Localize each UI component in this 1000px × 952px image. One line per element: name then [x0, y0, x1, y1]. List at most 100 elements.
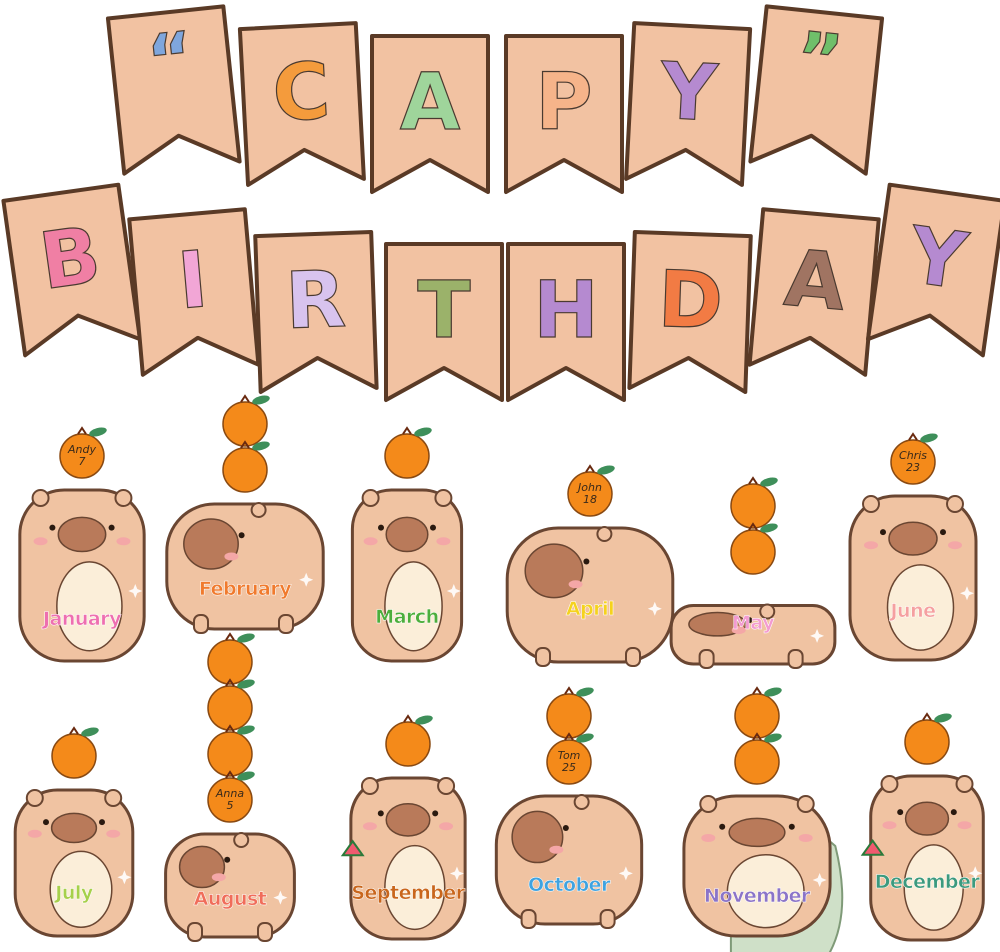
banner-letter: D [656, 254, 725, 348]
orange-icon [904, 712, 952, 765]
capybara-illustration [350, 488, 464, 663]
tag-day: 7 [78, 455, 86, 468]
capybara-drawing [848, 432, 978, 662]
pennant-shape [624, 21, 753, 187]
tag-name: Anna [215, 787, 245, 800]
capybara-drawing [340, 714, 467, 941]
capybara-drawing [494, 686, 644, 929]
orange-icon [207, 770, 255, 823]
pennant-shape [865, 182, 1000, 358]
capybara-drawing [350, 426, 464, 663]
month-label: August [193, 888, 267, 911]
banner-letter: A [781, 233, 850, 329]
capybara-illustration [165, 502, 325, 634]
banner-letter: B [34, 210, 107, 309]
capybara-illustration [494, 794, 644, 929]
orange-icon [207, 632, 255, 685]
tag-day: 23 [906, 461, 920, 474]
pennant-shape [237, 21, 366, 187]
orange-icon [59, 426, 107, 479]
banner-flag: A [745, 205, 883, 383]
orange-icon [730, 522, 778, 575]
month-card-september: September [340, 714, 476, 943]
orange-icon [222, 440, 270, 493]
capybara-illustration [848, 494, 978, 662]
month-label: June [890, 600, 936, 623]
tag-name: John [578, 481, 602, 494]
orange-icon [207, 724, 255, 777]
month-label: May [731, 612, 775, 635]
banner-letter: Y [658, 46, 720, 140]
capybara-illustration [682, 794, 844, 952]
orange-icon [567, 464, 615, 517]
tag-day: 25 [562, 761, 576, 774]
capybara-drawing [505, 464, 675, 667]
capybara-drawing [13, 726, 135, 938]
banner-letter: T [417, 265, 471, 356]
month-label: December [874, 871, 980, 894]
banner-letter: H [533, 265, 599, 356]
pennant-shape [253, 230, 379, 394]
month-label: October [528, 874, 611, 897]
pennant-shape [370, 34, 490, 194]
banner-flag: B [0, 180, 145, 364]
orange-icon [734, 686, 782, 739]
pennant-shape [747, 207, 881, 377]
banner-flag: A [368, 32, 492, 200]
capybara-illustration [13, 788, 135, 938]
capybara-drawing [669, 476, 837, 669]
month-label: July [55, 882, 94, 905]
month-label: February [198, 578, 292, 601]
pennant-shape [748, 4, 885, 176]
tag-day: 18 [583, 493, 597, 506]
month-card-march: March [342, 426, 472, 665]
month-label: November [704, 885, 811, 908]
banner-letter: I [174, 234, 212, 328]
capybara-illustration [340, 776, 467, 941]
banner-letter: Y [903, 210, 973, 308]
month-label: March [375, 606, 439, 629]
pennant-shape [1, 182, 143, 358]
banner-flag: Y [622, 19, 755, 193]
tag-name: Andy [68, 443, 96, 456]
capybara-drawing [18, 426, 146, 663]
banner-flag: C [236, 19, 369, 193]
capybara-illustration [505, 526, 675, 667]
capybara-drawing [165, 394, 325, 634]
month-card-november: November [670, 686, 844, 952]
month-label: April [565, 598, 615, 621]
banner-letter: R [283, 254, 348, 348]
tag-name: Tom [557, 749, 581, 762]
month-card-february: February [160, 394, 330, 634]
orange-icon [734, 732, 782, 785]
orange-icon [546, 686, 594, 739]
capybara-illustration [164, 832, 296, 942]
banner-flag: Y [863, 180, 1000, 364]
pennant-shape [105, 4, 242, 176]
banner-letter: C [270, 46, 333, 140]
orange-icon [51, 726, 99, 779]
pennant-shape [504, 34, 624, 194]
month-label: September [351, 882, 465, 905]
month-card-july: July [4, 726, 144, 940]
banner-letter: ” [792, 15, 848, 103]
banner-letter: A [399, 57, 461, 148]
banner-flag: T [382, 240, 506, 408]
capybara-drawing [860, 712, 985, 942]
orange-icon [384, 426, 432, 479]
orange-icon [730, 476, 778, 529]
banner-flag: I [125, 205, 263, 383]
orange-icon [890, 432, 938, 485]
capybara-drawing [682, 686, 844, 952]
tag-name: Chris [899, 449, 927, 462]
banner-flag: P [502, 32, 626, 200]
